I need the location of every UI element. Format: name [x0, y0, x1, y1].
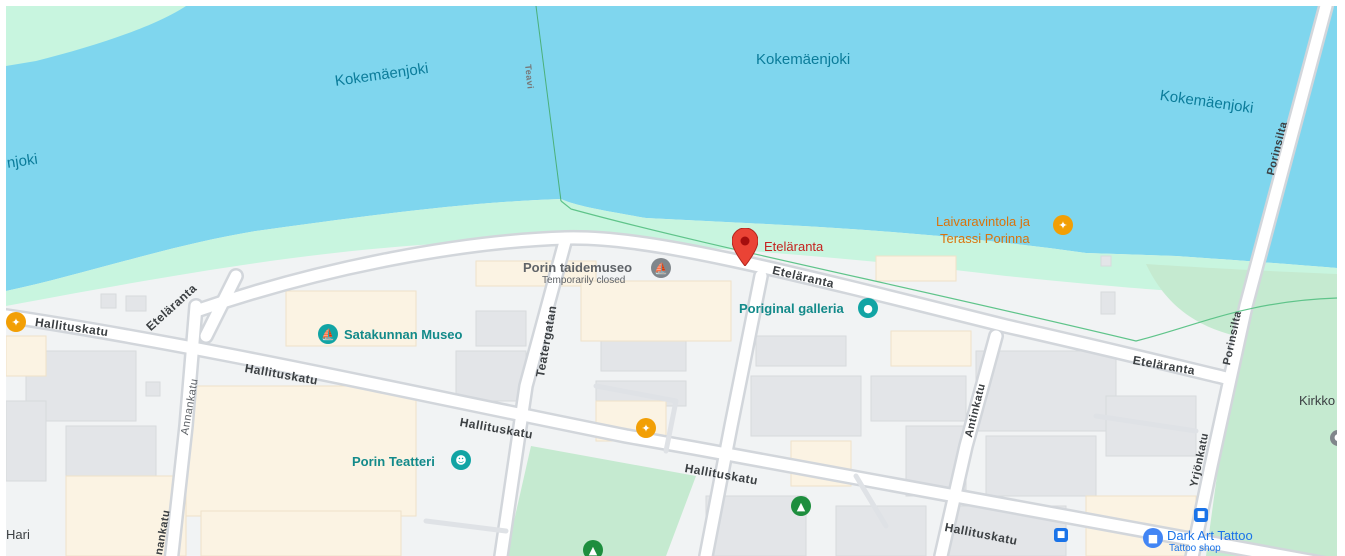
- theater-icon[interactable]: ☻: [451, 450, 471, 470]
- park-right: [1146, 264, 1337, 556]
- restaurant-icon[interactable]: ✦: [6, 312, 26, 332]
- ferry-line: [535, 6, 562, 202]
- island-shore: [6, 6, 186, 66]
- restaurant-icon[interactable]: ✦: [1053, 215, 1073, 235]
- shopping-bag-icon[interactable]: ■: [1143, 528, 1163, 548]
- tree-icon[interactable]: ▲: [583, 540, 603, 556]
- museum-icon[interactable]: ⛵: [651, 258, 671, 278]
- map-canvas[interactable]: Kokemäenjoki Kokemäenjoki Kokemäenjoki n…: [6, 6, 1337, 556]
- poi-hari-cut[interactable]: Hari: [6, 527, 30, 542]
- restaurant-icon[interactable]: ✦: [636, 418, 656, 438]
- poi-porin-teatteri[interactable]: Porin Teatteri: [352, 454, 435, 469]
- poi-dark-art-tattoo-type: Tattoo shop: [1169, 543, 1221, 554]
- park-center: [506, 446, 696, 556]
- bus-icon[interactable]: ■: [1194, 508, 1208, 522]
- street-teavi: Teavi: [523, 63, 536, 90]
- poi-satakunnan-museo[interactable]: Satakunnan Museo: [344, 327, 463, 342]
- poi-poriginal-galleria[interactable]: Poriginal galleria: [739, 301, 844, 316]
- museum-icon[interactable]: ⛵: [318, 324, 338, 344]
- shore-path: [560, 200, 1337, 342]
- poi-kirkko-cut[interactable]: Kirkko: [1299, 393, 1336, 408]
- shore-strip: [6, 199, 1337, 306]
- poi-laivaravintola-line1[interactable]: Laivaravintola ja: [936, 214, 1030, 229]
- poi-porin-taidemuseo[interactable]: Porin taidemuseo: [523, 260, 633, 275]
- river-water: [6, 6, 1337, 291]
- bus-icon[interactable]: ■: [1054, 528, 1068, 542]
- map-base: [6, 6, 1337, 556]
- poi-laivaravintola-line2[interactable]: Terassi Porinna: [940, 231, 1030, 246]
- palette-icon[interactable]: ●: [858, 298, 878, 318]
- river-label-cut: njoki: [6, 150, 39, 172]
- map-pin-icon[interactable]: [732, 228, 758, 266]
- map-pin-icon[interactable]: ●: [1330, 430, 1337, 446]
- river-label-center: Kokemäenjoki: [756, 51, 851, 68]
- poi-porin-taidemuseo-status: Temporarily closed: [542, 275, 626, 286]
- selected-place-label[interactable]: Eteläranta: [764, 239, 824, 254]
- poi-dark-art-tattoo[interactable]: Dark Art Tattoo: [1167, 528, 1253, 543]
- tree-icon[interactable]: ▲: [791, 496, 811, 516]
